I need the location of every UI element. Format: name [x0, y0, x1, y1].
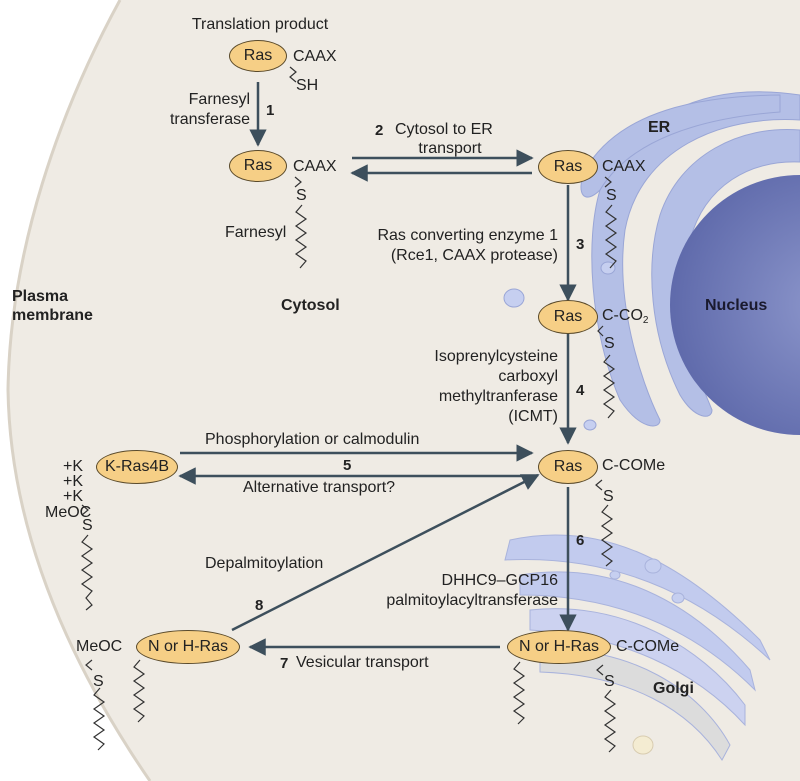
s-farnesylated: S — [296, 187, 307, 204]
step-number-6: 6 — [576, 532, 585, 549]
s-golgi: S — [604, 673, 615, 690]
plus-k-2: +K — [63, 473, 84, 490]
s-cleaved: S — [604, 335, 615, 352]
label-icmt-4: (ICMT) — [508, 408, 558, 425]
c-come-methylated: C-COMe — [602, 457, 666, 474]
arrow-step8 — [231, 473, 540, 632]
label-farnesyl-transferase-2: transferase — [169, 111, 250, 128]
label-icmt-1: Isoprenylcysteine — [434, 348, 558, 365]
step-number-4: 4 — [576, 382, 585, 399]
c-co2-text: C-CO — [602, 307, 643, 324]
label-cytosol-to-er-1: Cytosol to ER — [395, 121, 493, 138]
step-number-5: 5 — [343, 457, 352, 474]
caax-er: CAAX — [602, 158, 646, 175]
kras4b-pill: K-Ras4B — [96, 450, 178, 484]
label-farnesyl-transferase-1: Farnesyl — [188, 91, 250, 108]
s-er: S — [606, 187, 617, 204]
ras-pill-er: Ras — [538, 150, 598, 184]
ras-pill-farnesylated: Ras — [229, 150, 287, 182]
label-icmt-2: carboxyl — [498, 368, 558, 385]
label-cytosol-to-er-2: transport — [418, 140, 482, 157]
label-rce1-2: (Rce1, CAAX protease) — [390, 247, 558, 264]
label-plasma-membrane-2: membrane — [12, 307, 93, 324]
meoc-nh-ras: MeOC — [76, 638, 123, 655]
plasma-membrane-line — [6, 0, 152, 781]
pathway-arrows — [178, 82, 577, 656]
caax-translation: CAAX — [293, 48, 337, 65]
label-phosphorylation: Phosphorylation or calmodulin — [205, 431, 420, 448]
co2-subscript: 2 — [642, 315, 649, 326]
label-translation-product: Translation product — [191, 16, 329, 33]
label-nucleus: Nucleus — [705, 297, 768, 314]
nucleus — [670, 175, 800, 435]
sh-label: SH — [296, 77, 319, 94]
label-plasma-membrane-1: Plasma — [12, 288, 69, 305]
label-alternative-transport: Alternative transport? — [243, 479, 396, 496]
plus-k-3: +K — [63, 488, 84, 505]
lipid-chains — [80, 66, 618, 753]
label-icmt-3: methyltranferase — [438, 388, 558, 405]
nh-ras-pill-golgi: N or H-Ras — [507, 630, 611, 664]
step-number-1: 1 — [266, 102, 275, 119]
step-number-2: 2 — [375, 122, 384, 139]
s-kras: S — [82, 517, 93, 534]
c-come-golgi: C-COMe — [616, 638, 680, 655]
step-number-3: 3 — [576, 236, 585, 253]
ras-pill-methylated: Ras — [538, 450, 598, 484]
step-number-7: 7 — [280, 655, 289, 672]
s-nh-ras: S — [93, 673, 104, 690]
label-cytosol: Cytosol — [281, 297, 340, 314]
label-vesicular-transport: Vesicular transport — [296, 654, 429, 671]
s-methylated: S — [603, 488, 614, 505]
label-farnesyl: Farnesyl — [225, 224, 287, 241]
ras-pill-cleaved: Ras — [538, 300, 598, 334]
label-golgi: Golgi — [653, 680, 694, 697]
caax-farnesylated: CAAX — [293, 158, 337, 175]
label-rce1-1: Ras converting enzyme 1 — [377, 227, 558, 244]
ras-pill-translation: Ras — [229, 40, 287, 72]
label-er: ER — [648, 119, 671, 136]
label-depalmitoylation: Depalmitoylation — [205, 555, 324, 572]
meoc-kras: MeOC — [45, 504, 92, 521]
step-number-8: 8 — [255, 597, 264, 614]
label-dhhc-1: DHHC9–GCP16 — [441, 572, 558, 589]
label-dhhc-2: palmitoylacyltransferase — [386, 592, 558, 609]
c-co2-label: C-CO2 — [602, 306, 648, 330]
nh-ras-pill-membrane: N or H-Ras — [136, 630, 240, 664]
plus-k-1: +K — [63, 458, 84, 475]
